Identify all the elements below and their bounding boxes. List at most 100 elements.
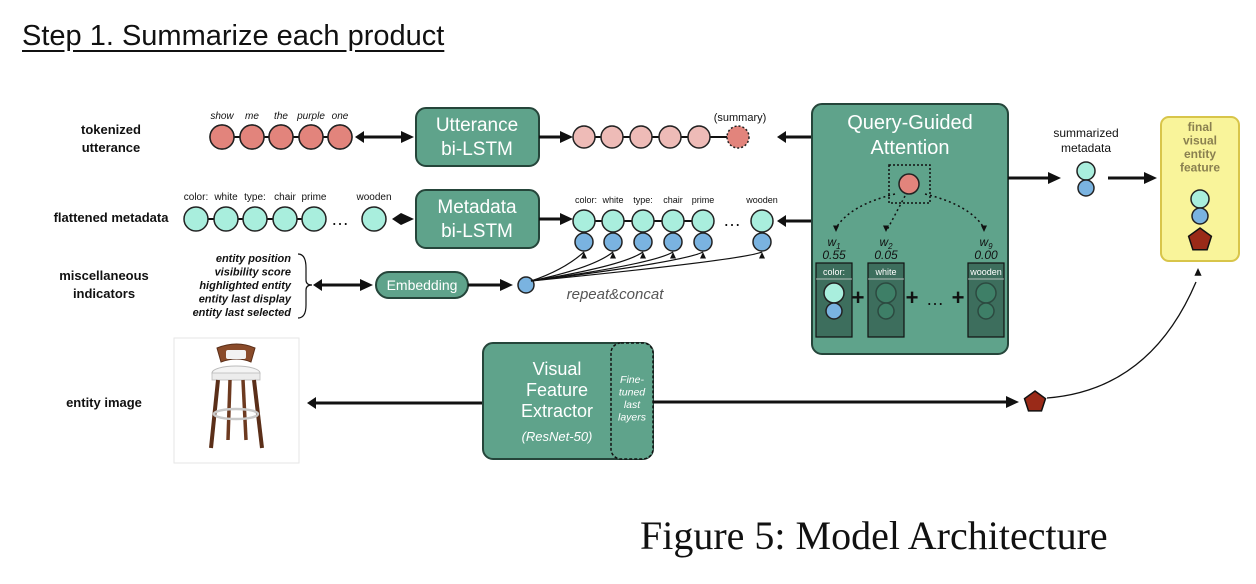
- metadata-word: prime: [301, 192, 326, 203]
- utterance-token: [239, 124, 265, 150]
- stool-footrest: [212, 407, 260, 421]
- encoded-utterance-token: [600, 125, 624, 149]
- svg-text:miscellaneous: miscellaneous: [59, 268, 149, 283]
- weighted-token: [875, 282, 897, 304]
- svg-text:w1: w1: [827, 235, 840, 251]
- arrow-embedding-out-head: [500, 279, 513, 291]
- svg-text:summarized: summarized: [1053, 126, 1118, 140]
- arrow-misc-in-head: [360, 279, 373, 291]
- summary-token: [726, 125, 750, 149]
- query-box: [888, 164, 931, 204]
- encoded-utterance-token: [658, 125, 682, 149]
- weight-label-w9: w90.00: [974, 235, 998, 262]
- repeat-concat-label: repeat&concat: [567, 286, 665, 303]
- metadata-ellipsis: …: [331, 209, 349, 229]
- weighted-misc-token: [877, 302, 895, 320]
- weighted-card-label: color:: [823, 267, 845, 277]
- svg-text:tuned: tuned: [619, 387, 646, 399]
- encoded-metadata-token: [691, 209, 715, 233]
- encoded-metadata-word: wooden: [745, 195, 778, 205]
- plus-sign: +: [952, 285, 965, 310]
- metadata-token: [272, 206, 298, 232]
- utterance-word: me: [245, 111, 259, 122]
- utterance-token: [298, 124, 324, 150]
- metadata-token: [301, 206, 327, 232]
- indicator-brace: [297, 253, 313, 319]
- indicator-label: entity last display: [199, 294, 292, 306]
- arrow-attention-out-head: [1048, 172, 1061, 184]
- svg-text:bi-LSTM: bi-LSTM: [441, 139, 513, 160]
- utterance-token: [209, 124, 235, 150]
- final-image-pentagon: [1187, 227, 1213, 251]
- image-tail: [307, 397, 316, 409]
- concat-misc-token: [574, 232, 594, 252]
- weighted-misc-token: [825, 302, 843, 320]
- repeat-curve-head: [581, 252, 587, 259]
- encoded-utterance-token: [629, 125, 653, 149]
- svg-text:layers: layers: [618, 412, 647, 424]
- arrow-metadata-out-head: [560, 213, 573, 225]
- stool-seat-edge: [211, 372, 261, 381]
- arrow-utterance-out-head: [560, 131, 573, 143]
- repeat-curve-head: [610, 252, 616, 259]
- weight-label-w2: w20.05: [874, 235, 898, 262]
- weight-value: 0.00: [974, 248, 998, 262]
- weight-value: 0.05: [874, 248, 898, 262]
- metadata-token: [361, 206, 387, 232]
- svg-text:w9: w9: [979, 235, 993, 251]
- attention-block: [811, 103, 1009, 355]
- svg-text:visual: visual: [1183, 134, 1217, 148]
- indicator-label: entity position: [216, 253, 291, 265]
- svg-text:indicators: indicators: [73, 286, 135, 301]
- utterance-word: one: [332, 111, 349, 122]
- encoded-metadata-token: [631, 209, 655, 233]
- svg-text:Query-Guided: Query-Guided: [847, 112, 973, 134]
- svg-text:final: final: [1188, 120, 1213, 134]
- encoded-metadata-word: type:: [633, 195, 653, 205]
- metadata-word: type:: [244, 192, 266, 203]
- encoded-metadata-word: color:: [575, 195, 597, 205]
- encoded-metadata-token: [572, 209, 596, 233]
- weight-value: 0.55: [822, 248, 846, 262]
- metadata-word: chair: [274, 192, 296, 203]
- svg-text:feature: feature: [1180, 161, 1220, 175]
- utterance-word: show: [210, 111, 234, 122]
- repeat-curve-head: [670, 252, 676, 259]
- concat-misc-token: [752, 232, 772, 252]
- plus-ellipsis: …: [926, 289, 944, 309]
- svg-text:Feature: Feature: [526, 380, 588, 400]
- weighted-token: [975, 282, 997, 304]
- concat-misc-token: [633, 232, 653, 252]
- encoded-metadata-token: [750, 209, 774, 233]
- visual-feature-pentagon: [1023, 390, 1047, 412]
- step-title: Step 1. Summarize each product: [22, 20, 445, 52]
- arrow-utterance-in-head: [401, 131, 414, 143]
- utterance-token: [327, 124, 353, 150]
- svg-text:bi-LSTM: bi-LSTM: [441, 221, 513, 242]
- summarized-misc-token: [1077, 179, 1095, 197]
- svg-text:utterance: utterance: [82, 140, 141, 155]
- bar-stool-image: [209, 343, 264, 449]
- encoded-metadata-ellipsis: …: [723, 210, 741, 230]
- encoded-metadata-token: [661, 209, 685, 233]
- utterance-word: purple: [296, 111, 325, 122]
- svg-text:Fine-: Fine-: [620, 374, 644, 386]
- utterance-word: the: [274, 111, 288, 122]
- row-label-image: entity image: [66, 395, 142, 410]
- svg-text:Extractor: Extractor: [521, 401, 593, 421]
- embedding-label: Embedding: [387, 277, 458, 293]
- svg-text:last: last: [624, 399, 641, 411]
- row-label-misc: miscellaneous indicators: [59, 268, 149, 301]
- figure-caption: Figure 5: Model Architecture: [640, 513, 1108, 558]
- misc-embedding-token: [517, 276, 535, 294]
- indicator-label: highlighted entity: [199, 280, 292, 292]
- arrow-summarized-out-head: [1144, 172, 1157, 184]
- metadata-token: [213, 206, 239, 232]
- concat-misc-token: [603, 232, 623, 252]
- arrow-metadata-in-head: [401, 213, 414, 225]
